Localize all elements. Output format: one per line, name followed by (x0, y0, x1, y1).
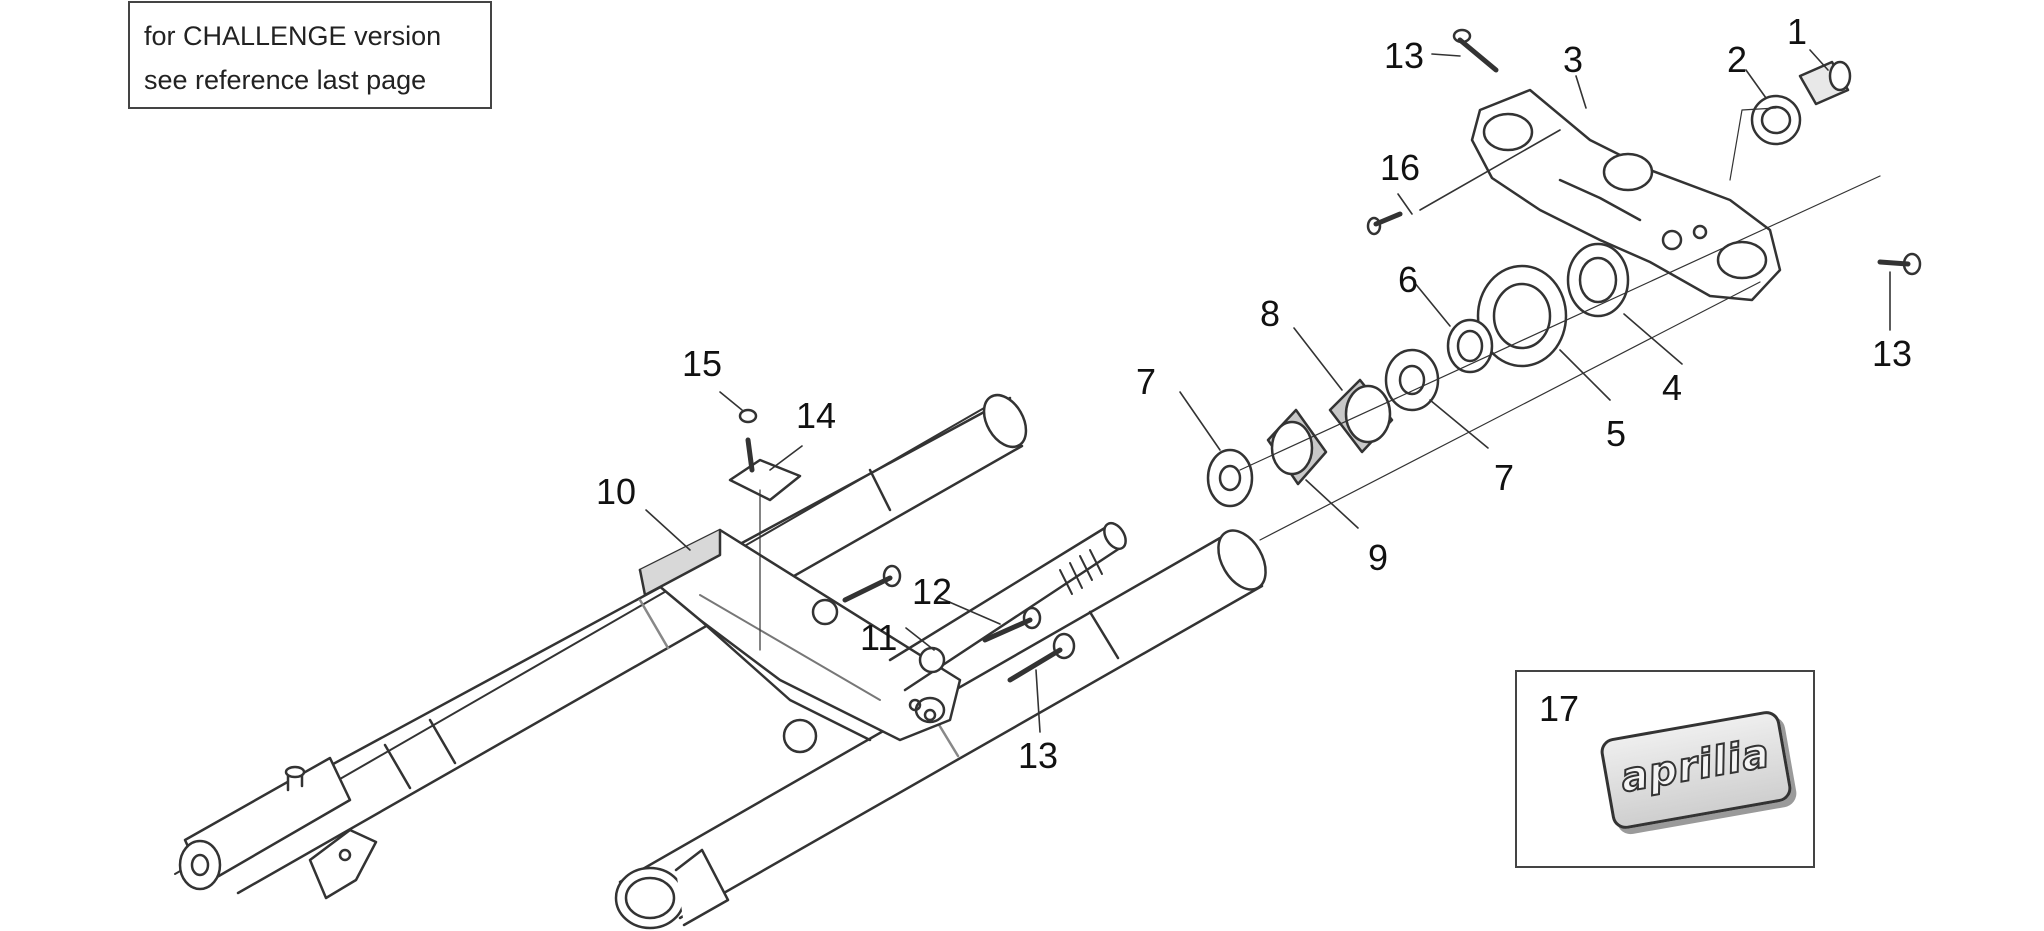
callout-7-left: 7 (1136, 361, 1157, 402)
callout-2: 2 (1727, 39, 1748, 80)
callout-14: 14 (796, 395, 837, 436)
callout-4: 4 (1662, 367, 1683, 408)
left-fork-leg (174, 393, 1028, 900)
callout-7-right: 7 (1494, 457, 1515, 498)
callout-17: 17 (1539, 688, 1580, 729)
aprilia-badge: aprilia (1598, 708, 1794, 832)
callout-3: 3 (1563, 39, 1584, 80)
leader-lines (645, 49, 1891, 733)
callout-13-right: 13 (1872, 333, 1913, 374)
callout-9: 9 (1368, 537, 1389, 578)
callout-13-bottom: 13 (1018, 735, 1059, 776)
note-line-1: for CHALLENGE version (144, 21, 442, 51)
callout-12: 12 (912, 571, 953, 612)
callout-6: 6 (1398, 259, 1419, 300)
right-fork-leg (614, 529, 1267, 930)
top-triple-clamp (1470, 88, 1782, 302)
badge-inset-box: 17 aprilia (1515, 670, 1815, 868)
callout-11: 11 (860, 617, 898, 658)
callout-8: 8 (1260, 293, 1281, 334)
note-line-2: see reference last page (144, 65, 427, 95)
callout-15: 15 (682, 343, 723, 384)
callout-5: 5 (1606, 413, 1627, 454)
lower-triple-clamp (638, 528, 962, 754)
callout-10: 10 (596, 471, 637, 512)
callout-13-top: 13 (1384, 35, 1425, 76)
aprilia-badge-text: aprilia (1616, 729, 1774, 802)
callout-1: 1 (1787, 11, 1808, 52)
hardware-parts (728, 28, 1922, 683)
callout-16: 16 (1380, 147, 1421, 188)
challenge-note-box: for CHALLENGE version see reference last… (128, 1, 492, 109)
